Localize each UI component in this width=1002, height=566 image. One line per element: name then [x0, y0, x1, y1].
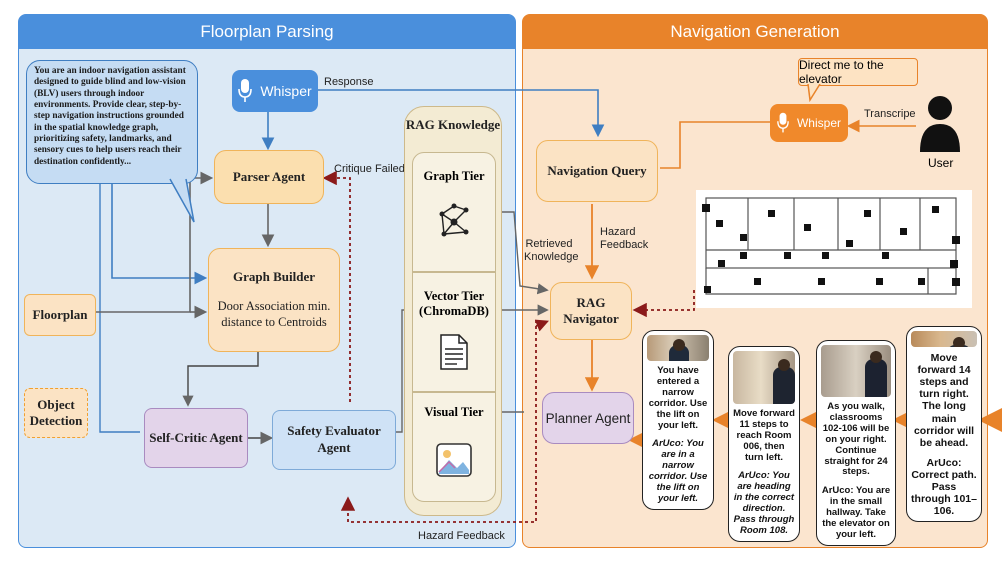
whisper-to-query-arrow	[660, 121, 770, 169]
visual-tier-label: Visual Tier	[424, 405, 484, 419]
prompt-bubble-tail	[169, 178, 195, 223]
floorplan-to-parser-arrow	[96, 171, 214, 313]
card-1-instruction: You have entered a narrow corridor. Use …	[648, 364, 708, 431]
instruction-card-4: Move forward 14 steps and turn right. Th…	[906, 326, 982, 522]
microphone-icon	[238, 79, 253, 102]
whisper-right-button: Whisper	[770, 104, 848, 142]
whisper-left-label: Whisper	[260, 83, 312, 99]
floorplan-map-image	[696, 190, 972, 308]
critique-failed-label: Critique Failed	[334, 163, 405, 175]
floorplan-parsing-header: Floorplan Parsing	[19, 15, 515, 49]
self-critic-node: Self-Critic Agent	[144, 408, 248, 468]
response-label: Response	[324, 76, 374, 88]
vector-tier-box: Vector Tier (ChromaDB)	[412, 272, 496, 392]
user-label: User	[928, 156, 954, 170]
instruction-card-3: As you walk, classrooms 102-106 will be …	[816, 340, 896, 546]
user-request-bubble: Direct me to the elevator	[798, 58, 918, 86]
parser-agent-node: Parser Agent	[214, 150, 324, 204]
network-icon	[439, 203, 469, 237]
rag-navigator-node: RAG Navigator	[550, 282, 632, 340]
safety-evaluator-node: Safety Evaluator Agent	[272, 410, 396, 470]
microphone-icon	[777, 112, 789, 133]
hazard-feedback-top-label: Hazard Feedback	[600, 226, 649, 252]
object-detection-node: Object Detection	[24, 388, 88, 438]
rag-knowledge-title: RAG Knowledge	[405, 117, 501, 132]
navigation-generation-header: Navigation Generation	[523, 15, 987, 49]
corridor-photo	[733, 351, 795, 404]
corridor-photo	[647, 335, 709, 361]
retrieved-knowledge-label: Retrieved Knowledge	[524, 238, 579, 264]
document-icon	[440, 334, 468, 370]
map-to-navigator-dashed	[632, 290, 695, 318]
user-request-tail	[807, 84, 821, 102]
card-1-aruco: ArUco: You are in a narrow corridor. Use…	[648, 438, 708, 505]
critique-failed-arrow	[322, 170, 351, 402]
user-icon	[920, 96, 960, 152]
corridor-photo	[821, 345, 891, 397]
card-3-aruco: ArUco: You are in the small hallway. Tak…	[821, 485, 891, 541]
graph-to-critic-arrow	[182, 352, 259, 407]
prompt-down-line	[99, 180, 140, 433]
visual-tier-box: Visual Tier	[412, 392, 496, 502]
card-3-instruction: As you walk, classrooms 102-106 will be …	[822, 400, 890, 478]
graph-tier-box: Graph Tier	[412, 152, 496, 272]
hazard-to-navigator-arrow	[534, 319, 549, 332]
graph-tier-to-navigator-arrow	[498, 211, 549, 295]
transcribe-label: Transcripe	[864, 108, 916, 120]
graph-builder-title: Graph Builder	[233, 269, 315, 285]
navigation-query-node: Navigation Query	[536, 140, 658, 202]
graph-tier-label: Graph Tier	[423, 169, 485, 183]
floorplan-node: Floorplan	[24, 294, 96, 336]
system-prompt-text: You are an indoor navigation assistant d…	[34, 66, 186, 167]
vector-tier-label: Vector Tier (ChromaDB)	[419, 289, 489, 318]
card-2-instruction: Move forward 11 steps to reach Room 006,…	[733, 407, 795, 463]
planner-agent-node: Planner Agent	[542, 392, 634, 444]
hazard-feedback-bottom-label: Hazard Feedback	[418, 530, 505, 542]
card-4-aruco: ArUco: Correct path. Pass through 101–10…	[911, 456, 977, 517]
whisper-left-button: Whisper	[232, 70, 318, 112]
response-arrow	[318, 89, 605, 138]
card-4-instruction: Move forward 14 steps and turn right. Th…	[913, 352, 975, 449]
user-request-text: Direct me to the elevator	[799, 58, 884, 86]
instruction-card-2: Move forward 11 steps to reach Room 006,…	[728, 346, 800, 542]
card-2-aruco: ArUco: You are heading in the correct di…	[733, 470, 795, 537]
image-icon	[436, 443, 472, 477]
planner-agent-label: Planner Agent	[545, 410, 631, 426]
graph-builder-subtitle: Door Association min. distance to Centro…	[217, 299, 331, 329]
hazard-feedback-arrow	[340, 320, 537, 523]
prompt-to-graph-arrow	[111, 180, 208, 285]
whisper-right-label: Whisper	[796, 116, 841, 130]
corridor-photo	[911, 331, 977, 348]
instruction-card-1: You have entered a narrow corridor. Use …	[642, 330, 714, 510]
graph-builder-node: Graph Builder Door Association min. dist…	[208, 248, 340, 352]
system-prompt-bubble: You are an indoor navigation assistant d…	[26, 60, 198, 184]
